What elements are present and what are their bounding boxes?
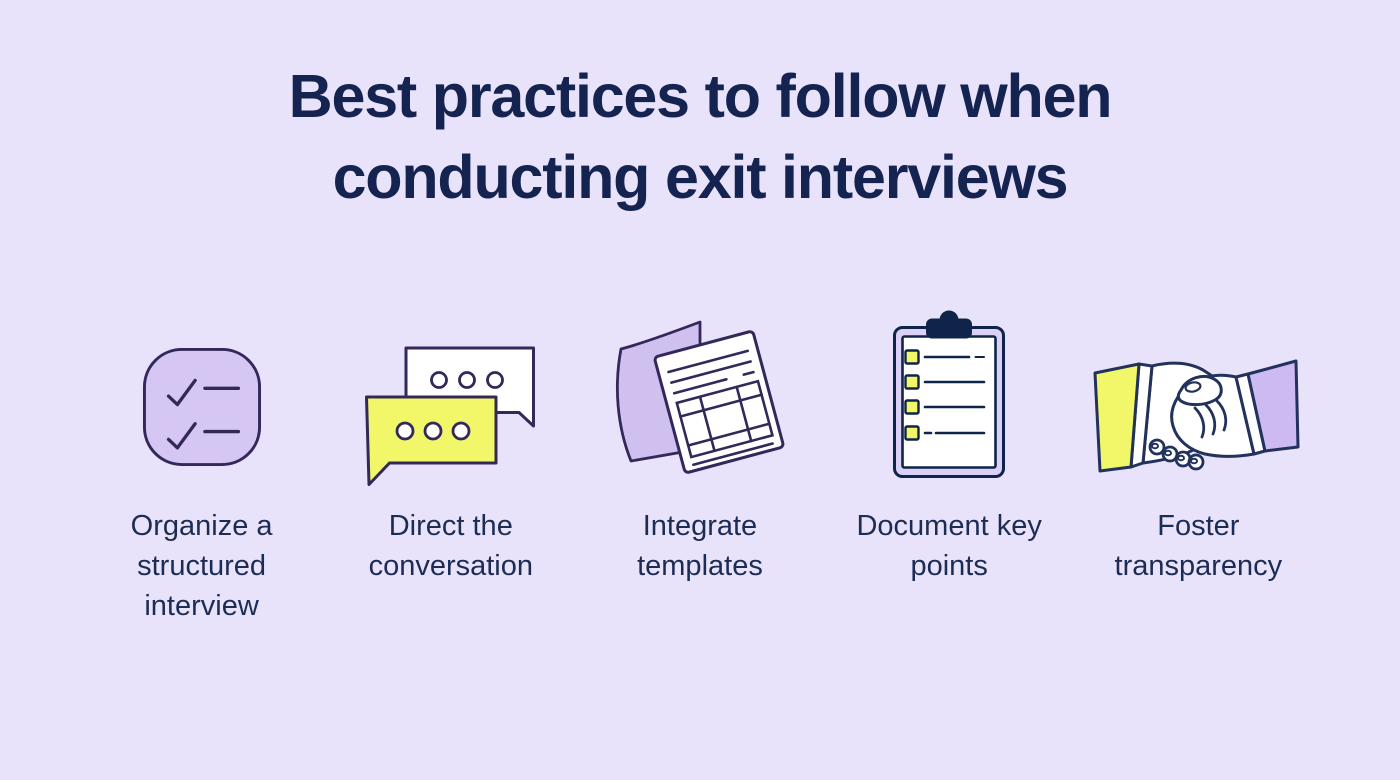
practices-row: Organize a structured interview	[77, 300, 1323, 626]
icon-box	[1074, 300, 1323, 490]
item-direct-the-conversation: Direct the conversation	[326, 300, 575, 626]
icon-box	[77, 300, 326, 490]
item-document-key-points: Document key points	[825, 300, 1074, 626]
chat-bubbles-icon	[364, 346, 535, 486]
item-organize-structured-interview: Organize a structured interview	[77, 300, 326, 626]
item-label: Document key points	[856, 510, 1042, 583]
handshake-icon	[1093, 359, 1300, 473]
icon-box	[326, 300, 575, 490]
templates-icon	[615, 320, 785, 474]
item-label: Foster transparency	[1114, 510, 1283, 583]
item-label: Integrate templates	[637, 510, 763, 583]
item-integrate-templates: Integrate templates	[575, 300, 824, 626]
icon-box	[825, 300, 1074, 490]
item-foster-transparency: Foster transparency	[1074, 300, 1323, 626]
checklist-icon	[142, 347, 261, 467]
clipboard-icon	[893, 310, 1006, 478]
icon-box	[575, 300, 824, 490]
page-title: Best practices to follow when conducting…	[288, 62, 1113, 212]
item-label: Direct the conversation	[368, 510, 533, 583]
item-label: Organize a structured interview	[130, 510, 273, 623]
